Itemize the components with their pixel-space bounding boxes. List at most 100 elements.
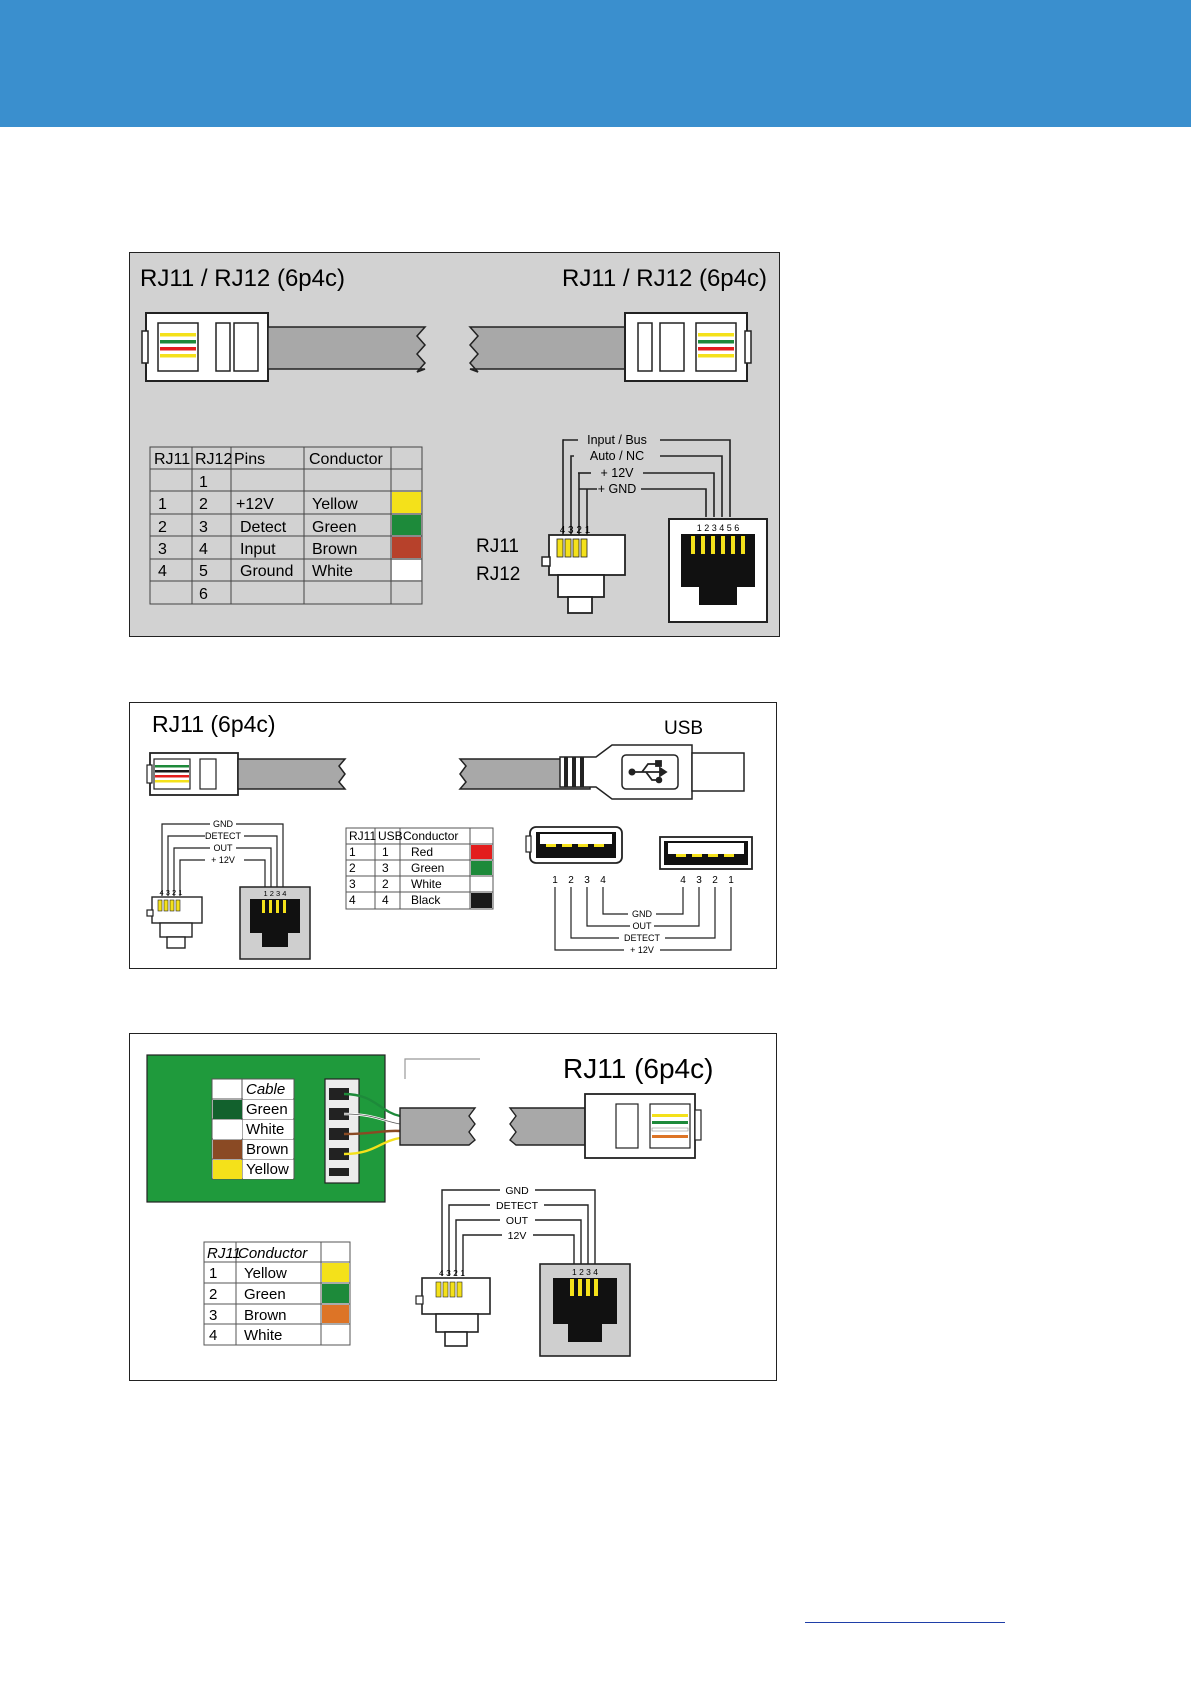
swatch-white [213, 1120, 242, 1139]
plug-pin-numbers: 4 3 2 1 [439, 1268, 465, 1278]
panel1-title-left: RJ11 / RJ12 (6p4c) [140, 265, 345, 292]
signal-out: OUT [214, 843, 234, 853]
cell: 3 [199, 519, 208, 536]
swatch-dark-green [213, 1100, 242, 1119]
cell: 4 [199, 541, 208, 558]
rj11-usb-cable-diagram: RJ11 (6p4c) USB GND DETECT [129, 702, 777, 969]
cell: 2 [158, 519, 167, 536]
cell: White [244, 1327, 282, 1344]
th-rj11: RJ11 [349, 829, 376, 843]
usb-pin: 1 [552, 875, 558, 886]
contact-yellow [160, 333, 196, 337]
rj11-wiring-labels: GND DETECT OUT + 12V [161, 819, 284, 896]
cell: 1 [209, 1265, 217, 1282]
swatch-yellow [322, 1263, 349, 1282]
rj11-rj12-pin-table: RJ11 RJ12 Pins Conductor 1 1 2 +12V Yell… [149, 446, 423, 605]
swatch-yellow [213, 1160, 242, 1179]
left-cable [267, 326, 427, 373]
right-cable [468, 326, 628, 373]
swatch-red [471, 845, 492, 859]
th-conductor: Conductor [238, 1245, 308, 1262]
th-conductor: Conductor [403, 829, 458, 843]
rj11-connector-icon [584, 1093, 702, 1159]
usb-pin: 2 [712, 875, 718, 886]
cell: 4 [349, 893, 356, 907]
usb-pin: 4 [680, 875, 686, 886]
right-connector-icon [624, 312, 752, 382]
rj11-rj12-cable-diagram: RJ11 / RJ12 (6p4c) RJ11 / RJ12 (6p4c) [129, 252, 780, 637]
rj11-connector-icon [146, 752, 239, 796]
cell: +12V [236, 496, 274, 513]
contact-yellow-2 [160, 354, 196, 358]
cell: 5 [199, 563, 208, 580]
cell: 2 [209, 1286, 217, 1303]
cell: Input [240, 541, 276, 558]
cell: Brown [312, 541, 357, 558]
signal-detect: DETECT [496, 1200, 539, 1212]
rj12-jack-icon: 1 2 3 4 5 6 [668, 518, 768, 623]
rj11-plug-icon: 4 3 2 1 [541, 525, 626, 614]
cable-label-green: Green [246, 1101, 288, 1118]
usb-pin: 4 [600, 875, 606, 886]
signal-12v: 12V [508, 1230, 527, 1242]
swatch-black [471, 893, 492, 908]
th-usb: USB [378, 829, 403, 843]
cell: 3 [209, 1307, 217, 1324]
cell: 2 [349, 861, 356, 875]
cable-color-legend: Cable Green White Brown Yellow [211, 1078, 295, 1180]
signal-gnd: + GND [598, 482, 637, 496]
swatch-brown [392, 537, 421, 558]
wiring-labels: Input / Bus Auto / NC + 12V + GND [562, 433, 731, 535]
header-bar [0, 0, 1191, 127]
th-rj12: RJ12 [195, 451, 232, 468]
panel1-title-right: RJ11 / RJ12 (6p4c) [562, 265, 767, 292]
usb-wiring: 1 2 3 4 4 3 2 1 GND OUT DETECT + 12V [552, 875, 734, 955]
cell: Yellow [244, 1265, 287, 1282]
rj11-usb-table: RJ11 USB Conductor 1 1 Red 2 3 Green 3 2… [345, 827, 494, 910]
plug-pin-numbers: 4 3 2 1 [560, 525, 591, 536]
swatch-green [322, 1284, 349, 1303]
swatch-white [322, 1325, 349, 1344]
cell: Detect [240, 519, 287, 536]
cell: Green [244, 1286, 286, 1303]
th-rj11: RJ11 [207, 1245, 241, 1262]
cell: 3 [158, 541, 167, 558]
cell: White [411, 877, 442, 891]
cell: Green [312, 519, 356, 536]
cell: 4 [382, 893, 389, 907]
swatch-green [392, 515, 421, 535]
cell: Black [411, 893, 441, 907]
usb-cable [458, 758, 591, 790]
usb-signal-out: OUT [633, 921, 653, 931]
th-rj11: RJ11 [154, 451, 190, 468]
signal-detect: DETECT [205, 831, 242, 841]
jack-pin-numbers: 1 2 3 4 [264, 889, 287, 898]
jack-pin-numbers: 1 2 3 4 [572, 1267, 598, 1277]
rj11-plug-icon: 4 3 2 1 [146, 888, 203, 949]
swatch-orange [322, 1305, 349, 1323]
rj11-wiring-labels: GND DETECT OUT 12V [441, 1185, 596, 1276]
swatch-white [392, 560, 421, 580]
footer-link-underline[interactable] [805, 1604, 1005, 1623]
cell: 1 [199, 474, 208, 491]
usb-pin: 2 [568, 875, 574, 886]
usb-pin: 3 [696, 875, 702, 886]
cable-right [508, 1107, 586, 1146]
callout-line [404, 1058, 480, 1079]
cable-label-white: White [246, 1121, 284, 1138]
cell: Red [411, 845, 433, 859]
cell: Ground [240, 563, 293, 580]
cell: 1 [382, 845, 389, 859]
usb-signal-detect: DETECT [624, 933, 661, 943]
rj11-conductor-table: RJ11 Conductor 1 Yellow 2 Green 3 Brown … [203, 1241, 351, 1346]
swatch-yellow [392, 492, 421, 513]
cell: 4 [158, 563, 167, 580]
terminal-wires [343, 1092, 401, 1156]
swatch-green [471, 861, 492, 875]
signal-gnd: GND [213, 819, 234, 829]
usb-signal-12v: + 12V [630, 945, 654, 955]
jack-pin-numbers: 1 2 3 4 5 6 [697, 523, 740, 533]
cell: Yellow [312, 496, 358, 513]
usb-pin: 3 [584, 875, 590, 886]
cell: 3 [382, 861, 389, 875]
